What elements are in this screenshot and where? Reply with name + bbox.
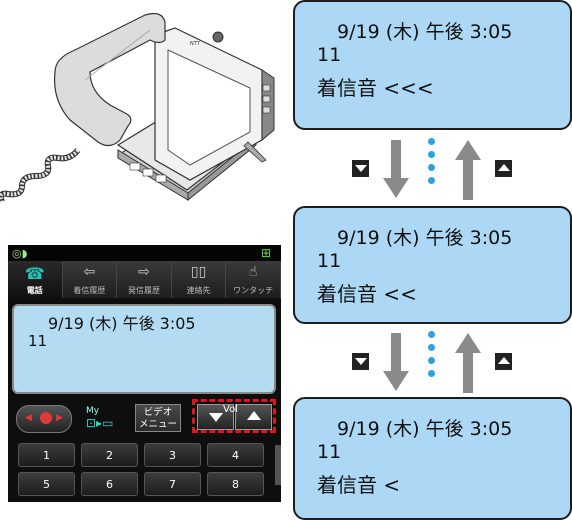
phone-icon: ☎ (24, 264, 45, 283)
tab-label: 電話 (26, 286, 43, 295)
arrow-up-icon (455, 140, 481, 200)
lcd-ringtone-level: 着信音 <<< (317, 76, 434, 100)
key-6[interactable]: 6 (81, 472, 138, 496)
my-label: My (86, 406, 100, 416)
down-key-icon (352, 160, 369, 177)
side-scroll-handle[interactable] (275, 445, 281, 485)
left-arrow-icon: ◀ (25, 413, 32, 423)
one-touch-hand-icon: ☝ (248, 264, 258, 280)
lcd-ringtone-level: 着信音 < (317, 473, 401, 497)
tab-contacts[interactable]: ▯▯ 連絡先 (172, 261, 227, 298)
display-date-time: 9/19 (木) 午後 3:05 (48, 314, 196, 333)
status-bar: ◎◗ ⊞ (8, 245, 281, 261)
tab-label: ワンタッチ (233, 286, 274, 295)
lcd-date-time: 9/19 (木) 午後 3:05 (337, 227, 513, 249)
tab-outgoing-history[interactable]: ⇨ 発信履歴 (117, 261, 172, 298)
lcd-screen-volume-medium: 9/19 (木) 午後 3:05 11 着信音 << (293, 206, 572, 324)
lcd-ringtone-level: 着信音 << (317, 282, 417, 306)
screen-share-icon: ⊡▸▭ (86, 416, 114, 430)
volume-down-button[interactable] (197, 404, 234, 430)
video-menu-button[interactable]: ビデオ メニュー (135, 404, 181, 432)
arrow-up-icon (455, 333, 481, 393)
volume-up-button[interactable] (235, 404, 272, 430)
key-4[interactable]: 4 (207, 443, 264, 467)
tab-incoming-history[interactable]: ⇦ 着信履歴 (63, 261, 118, 298)
key-1[interactable]: 1 (18, 443, 75, 467)
tab-one-touch[interactable]: ☝ ワンタッチ (226, 261, 281, 298)
outgoing-history-icon: ⇨ (138, 264, 150, 280)
up-key-icon (495, 160, 512, 177)
lcd-date-time: 9/19 (木) 午後 3:05 (337, 21, 513, 43)
control-row: ◀ ▶ My ⊡▸▭ ビデオ メニュー Vol (8, 399, 281, 437)
key-8[interactable]: 8 (207, 472, 264, 496)
key-3[interactable]: 3 (144, 443, 201, 467)
incoming-history-icon: ⇦ (83, 264, 96, 280)
phone-touchscreen: ◎◗ ⊞ ☎ 電話 ⇦ 着信履歴 ⇨ 発信履歴 ▯▯ 連絡先 ☝ ワンタッチ 9… (8, 245, 281, 502)
lcd-screen-volume-high: 9/19 (木) 午後 3:05 11 着信音 <<< (293, 0, 572, 130)
display-number: 11 (28, 332, 48, 350)
dial-keypad: 1 2 3 4 5 6 7 8 (18, 439, 278, 501)
up-key-icon (495, 353, 512, 370)
transition-dots (428, 138, 436, 190)
arrow-down-icon (383, 140, 409, 198)
lcd-screen-volume-low: 9/19 (木) 午後 3:05 11 着信音 < (293, 397, 572, 520)
lcd-number: 11 (317, 250, 342, 272)
lcd-number: 11 (317, 441, 342, 463)
tab-label: 連絡先 (186, 286, 211, 295)
lcd-date-time: 9/19 (木) 午後 3:05 (337, 418, 513, 440)
contacts-book-icon: ▯▯ (190, 264, 207, 280)
volume-transition-arrows (352, 331, 522, 393)
function-tabs: ☎ 電話 ⇦ 着信履歴 ⇨ 発信履歴 ▯▯ 連絡先 ☝ ワンタッチ (8, 261, 281, 298)
tab-phone[interactable]: ☎ 電話 (8, 261, 63, 298)
navigation-pad[interactable]: ◀ ▶ (16, 405, 72, 433)
network-icon: ⊞ (260, 246, 271, 260)
video-menu-label-1: ビデオ (143, 407, 173, 418)
speaker-status-icon: ◎◗ (12, 247, 28, 260)
my-menu-button[interactable]: My ⊡▸▭ (86, 406, 126, 430)
transition-dots (428, 331, 436, 383)
volume-label: Vol (223, 404, 238, 415)
lcd-number: 11 (317, 44, 342, 66)
arrow-down-icon (383, 333, 409, 391)
tab-label: 発信履歴 (127, 286, 160, 295)
key-2[interactable]: 2 (81, 443, 138, 467)
center-button-icon (40, 412, 52, 424)
volume-transition-arrows (352, 138, 522, 200)
phone-display: 9/19 (木) 午後 3:05 11 (12, 304, 276, 394)
key-7[interactable]: 7 (144, 472, 201, 496)
tab-label: 着信履歴 (73, 286, 106, 295)
down-key-icon (352, 353, 369, 370)
phone-illustration: NTT (0, 12, 275, 203)
volume-highlight-box: Vol (192, 399, 276, 433)
right-arrow-icon: ▶ (56, 413, 63, 423)
key-5[interactable]: 5 (18, 472, 75, 496)
video-menu-label-2: メニュー (138, 419, 177, 430)
svg-text:NTT: NTT (190, 41, 201, 47)
